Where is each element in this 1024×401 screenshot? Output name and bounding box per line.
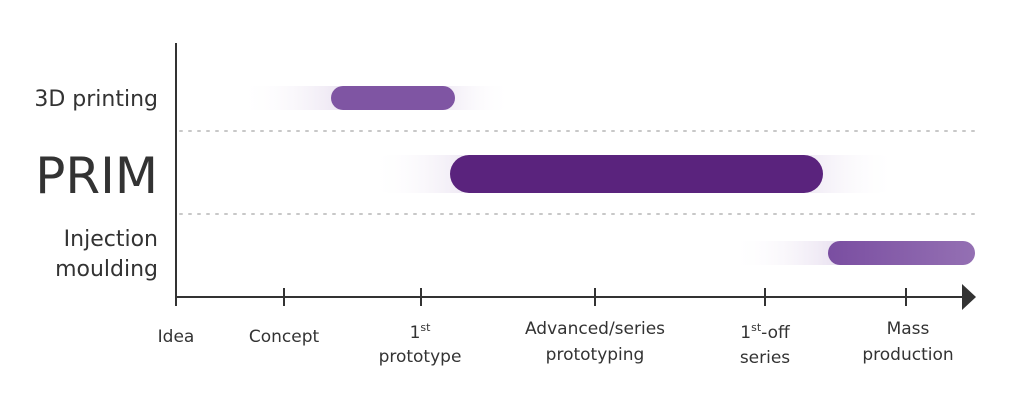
bar-3d-printing-core bbox=[331, 86, 455, 110]
row-label-prim: PRIM bbox=[35, 147, 158, 205]
stage-label-advanced-line2: prototyping bbox=[546, 345, 645, 365]
stage-labels: Idea Concept 1st prototype Advanced/seri… bbox=[158, 319, 954, 368]
bar-prim-fade-left bbox=[370, 155, 480, 193]
bar-prim-core bbox=[450, 155, 823, 193]
row-labels: 3D printing PRIM Injection moulding bbox=[34, 87, 158, 282]
stage-label-idea: Idea bbox=[158, 327, 195, 347]
x-axis-arrowhead bbox=[962, 284, 976, 310]
stage-first-off-number: 1 bbox=[740, 323, 751, 343]
stage-label-first-prototype-line2: prototype bbox=[379, 347, 462, 367]
row-label-injection-line1: Injection bbox=[64, 227, 158, 252]
stage-label-advanced-line1: Advanced/series bbox=[525, 319, 665, 339]
row-dividers bbox=[179, 130, 979, 215]
stage-first-prototype-superscript: st bbox=[420, 321, 431, 334]
stage-first-off-superscript: st bbox=[751, 321, 762, 334]
bar-injection-moulding bbox=[730, 241, 975, 265]
bar-injection-fade-left bbox=[730, 241, 850, 265]
bar-injection-core bbox=[828, 241, 975, 265]
stage-label-mass-production-line2: production bbox=[862, 345, 953, 365]
stage-label-first-off-series-line1: 1st-off bbox=[740, 321, 791, 343]
stage-first-prototype-number: 1 bbox=[410, 323, 421, 343]
stage-label-mass-production-line1: Mass bbox=[887, 319, 930, 339]
stage-first-off-suffix: -off bbox=[761, 323, 791, 343]
row-label-3d-printing: 3D printing bbox=[34, 87, 158, 112]
stage-label-concept: Concept bbox=[249, 327, 320, 347]
row-label-injection-line2: moulding bbox=[55, 257, 158, 282]
bar-3d-printing bbox=[239, 86, 512, 110]
bar-3d-printing-fade-left bbox=[239, 86, 349, 110]
stage-label-first-off-series-line2: series bbox=[740, 348, 790, 368]
bar-prim bbox=[370, 155, 898, 193]
axes bbox=[175, 43, 976, 310]
stage-label-first-prototype-line1: 1st bbox=[410, 321, 432, 343]
